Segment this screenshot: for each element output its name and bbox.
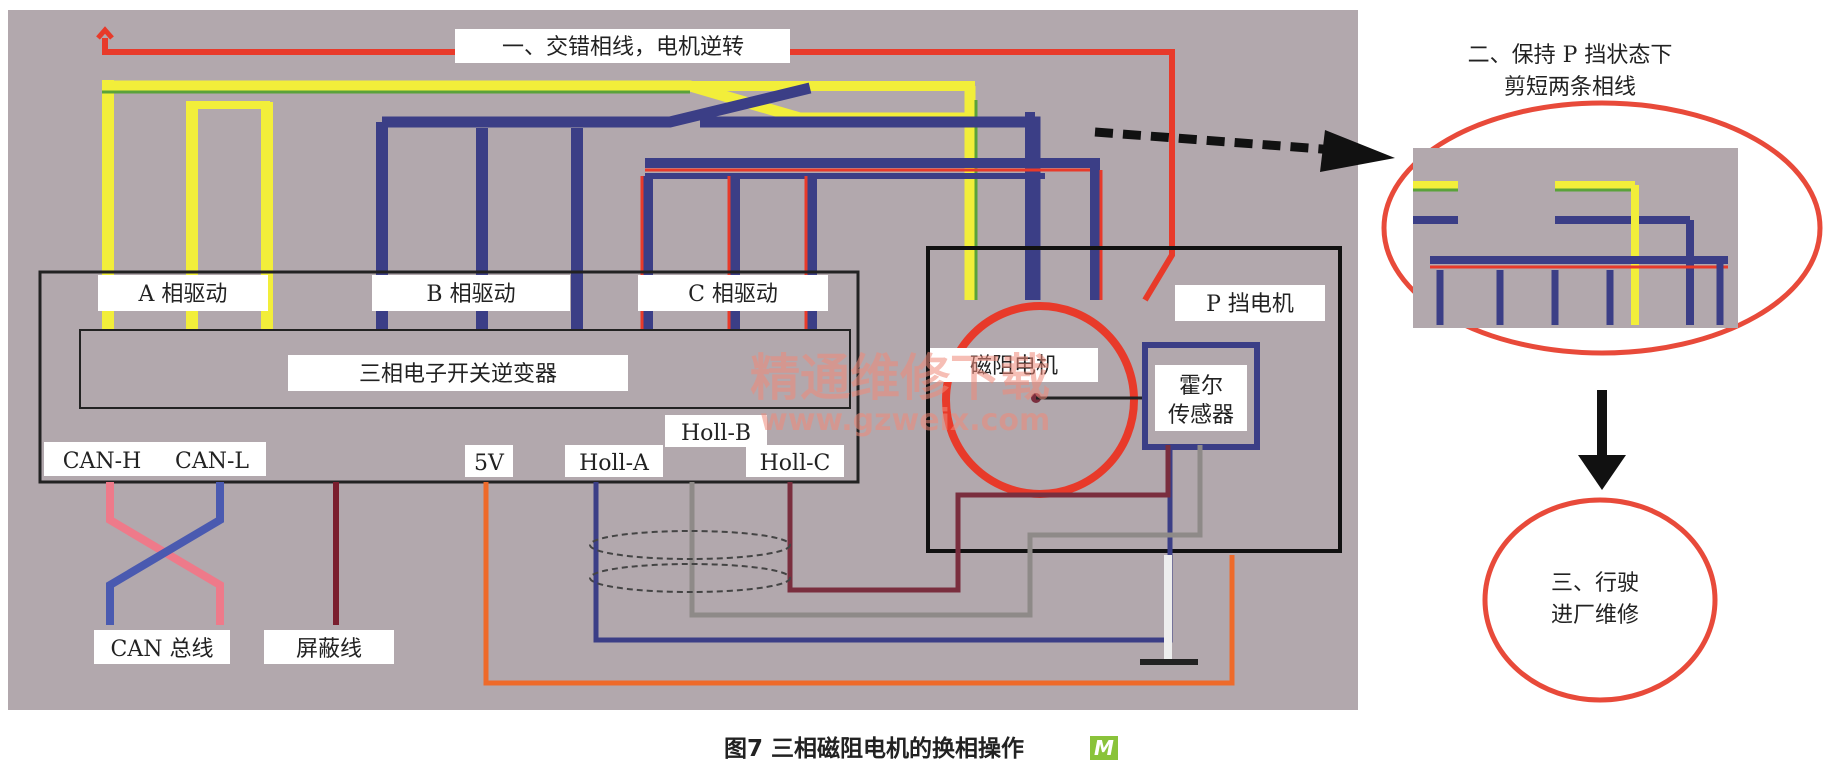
holl-a-label: Holl-A [579, 451, 650, 476]
phase-b-wires [376, 82, 1041, 330]
can-bus-label: CAN 总线 [111, 637, 214, 662]
phase-c-label: C 相驱动 [688, 282, 778, 307]
step3-label-line2: 进厂维修 [1551, 603, 1639, 628]
watermark-url: www.gzweix.com [760, 403, 1050, 438]
can-l-label: CAN-L [175, 449, 249, 474]
main-panel [8, 10, 1358, 710]
holl-c-label: Holl-C [760, 451, 831, 476]
step2-label-line2: 剪短两条相线 [1504, 75, 1636, 100]
hall-sensor-label-line2: 传感器 [1168, 403, 1234, 428]
inverter-frame [38, 270, 860, 484]
zoom-detail [1413, 148, 1738, 328]
inverter-label: 三相电子开关逆变器 [359, 362, 557, 387]
red-return-wire [102, 38, 1175, 302]
step3-label-line1: 三、行驶 [1551, 571, 1639, 596]
hall-signal-wires [483, 445, 1235, 686]
inverter-box [79, 329, 851, 409]
5v-label: 5V [474, 451, 505, 476]
p-motor-box [926, 246, 1342, 553]
phase-b-label: B 相驱动 [426, 282, 515, 307]
step1-label: 一、交错相线，电机逆转 [502, 35, 744, 60]
can-wires [106, 482, 339, 625]
hall-sensor-label-line1: 霍尔 [1179, 374, 1223, 399]
shield-label: 屏蔽线 [296, 637, 362, 662]
caption-badge-letter: M [1094, 736, 1114, 760]
dashed-arrow [1094, 127, 1336, 155]
phase-a-label: A 相驱动 [138, 282, 228, 307]
step2-label-line1: 二、保持 P 挡状态下 [1468, 43, 1673, 68]
watermark-text: 精通维修下载 [750, 348, 1050, 407]
p-motor-label: P 挡电机 [1206, 292, 1294, 317]
reluctance-motor-label: 磁阻电机 [970, 354, 1058, 379]
repair-circle [1482, 497, 1718, 703]
holl-b-label: Holl-B [681, 421, 751, 446]
can-h-label: CAN-H [63, 449, 142, 474]
figure-caption: 图7 三相磁阻电机的换相操作 [724, 735, 1024, 762]
caption-badge [1090, 736, 1118, 760]
